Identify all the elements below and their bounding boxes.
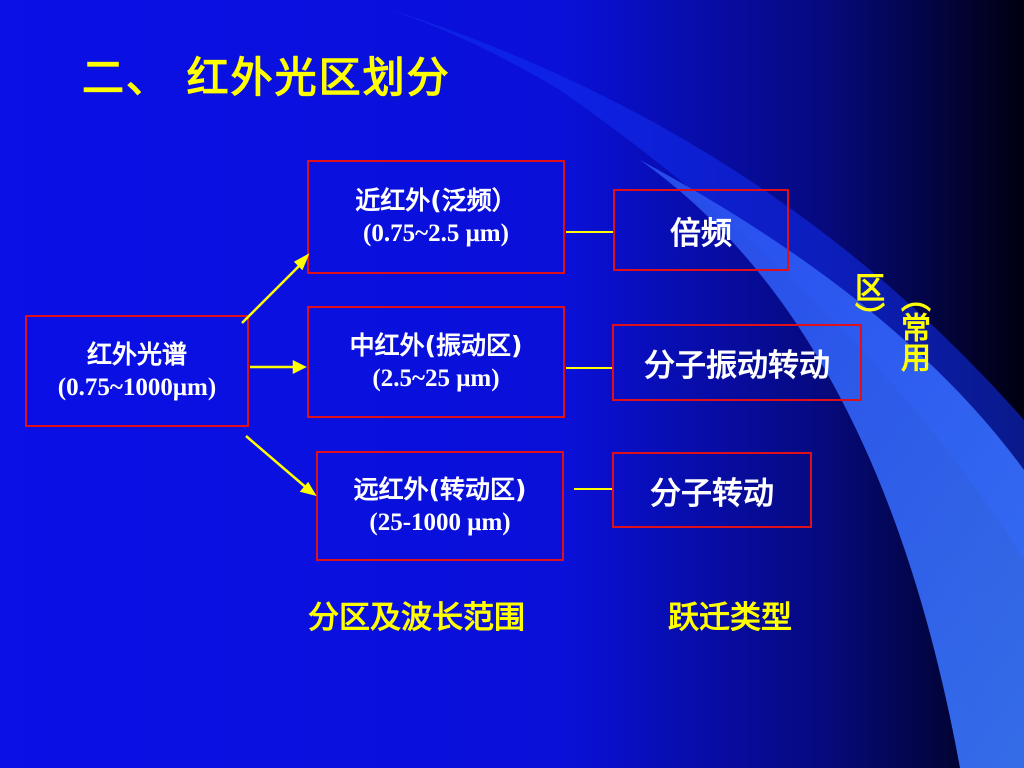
near-ir-range: (0.75~2.5 μm): [363, 220, 509, 247]
near-ir-name: 近红外(泛频）: [355, 186, 517, 215]
caption-regions: 分区及波长范围: [308, 600, 525, 636]
connector-near: [566, 231, 613, 233]
vibration-rotation-box: 分子振动转动: [612, 324, 862, 401]
vibration-rotation-label: 分子振动转动: [644, 348, 830, 384]
far-ir-box: 远红外(转动区) (25-1000 μm): [316, 451, 564, 561]
connector-mid: [566, 367, 612, 369]
overtone-box: 倍频: [613, 189, 789, 271]
far-ir-range: (25-1000 μm): [369, 509, 511, 536]
mid-ir-name: 中红外(振动区): [349, 331, 523, 360]
ir-spectrum-box: 红外光谱 (0.75~1000μm): [25, 315, 249, 427]
ir-spectrum-range: (0.75~1000μm): [57, 374, 217, 401]
side-note-right: （常用: [895, 282, 930, 372]
ir-spectrum-name: 红外光谱: [86, 340, 187, 369]
mid-ir-range: (2.5~25 μm): [372, 365, 500, 392]
mid-ir-box: 中红外(振动区) (2.5~25 μm): [307, 306, 565, 418]
slide-title: 二、 红外光区划分: [82, 53, 451, 102]
side-note-left: 区）: [849, 272, 884, 332]
rotation-box: 分子转动: [612, 452, 812, 528]
far-ir-name: 远红外(转动区): [353, 475, 527, 504]
rotation-label: 分子转动: [650, 475, 774, 512]
near-ir-box: 近红外(泛频） (0.75~2.5 μm): [307, 160, 565, 274]
connector-far: [574, 488, 612, 490]
caption-transitions: 跃迁类型: [668, 600, 792, 636]
overtone-label: 倍频: [670, 215, 732, 252]
